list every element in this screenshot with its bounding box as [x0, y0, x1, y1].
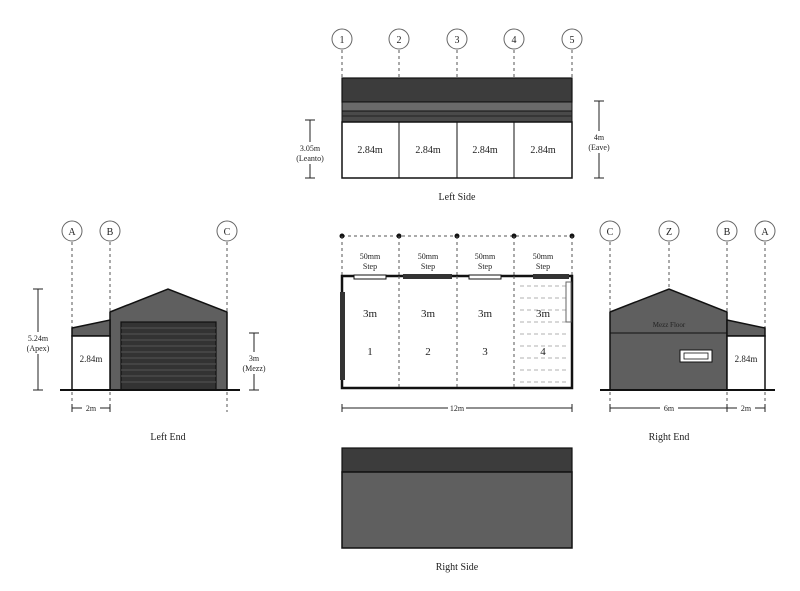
eave-height: 4m — [594, 133, 605, 142]
left-side-elevation: 1 2 3 4 5 2.84m — [292, 28, 613, 203]
leanto-opening-right — [726, 335, 766, 391]
bay-3-width: 3m — [478, 308, 493, 320]
bay-width-4: 2.84m — [530, 145, 556, 156]
step-label-2: 50mm — [418, 252, 439, 261]
leanto-door-width-left: 2.84m — [80, 354, 103, 364]
window — [679, 349, 713, 363]
bay-2-width: 3m — [421, 308, 436, 320]
pa-door-3 — [468, 274, 502, 280]
leanto-width-dimension-right: 2m — [727, 401, 766, 413]
total-length-dimension: 12m — [341, 401, 573, 413]
main-roof — [341, 77, 573, 103]
leanto-height-dimension: 3.05m (Leanto) — [292, 119, 328, 179]
grid-label-3: 3 — [455, 35, 460, 46]
total-length: 12m — [450, 404, 465, 413]
stairs — [520, 281, 572, 383]
left-end-elevation: A B C 2.84m — [22, 220, 270, 443]
leanto-opening-left — [71, 335, 111, 391]
roller-door — [120, 321, 217, 391]
mezz-height-dimension: 3m (Mezz) — [238, 332, 270, 391]
bay-width-3: 2.84m — [472, 145, 498, 156]
grid-bubble-1: 1 — [331, 28, 353, 50]
bay-1-number: 1 — [367, 346, 373, 358]
leanto-door-width-right: 2.84m — [735, 354, 758, 364]
roller-door-top-4 — [533, 274, 569, 279]
step-label-1: 50mm — [360, 252, 381, 261]
right-end-title: Right End — [649, 432, 690, 443]
leanto-note: (Leanto) — [296, 154, 324, 163]
eave-note: (Eave) — [588, 143, 610, 152]
grid-bubble-2: 2 — [388, 28, 410, 50]
bay-2-number: 2 — [425, 346, 431, 358]
bay-3-number: 3 — [482, 346, 488, 358]
grid-label-b: B — [107, 227, 114, 238]
step-label-1b: Step — [363, 262, 377, 271]
apex-note: (Apex) — [27, 344, 50, 353]
grid-label-c: C — [224, 227, 231, 238]
grid-bubble-b-right: B — [716, 220, 738, 242]
leanto-roof-right — [726, 319, 766, 337]
grid-label-4: 4 — [512, 35, 517, 46]
roller-door-left — [340, 292, 345, 380]
grid-label-c-right: C — [607, 227, 614, 238]
mezz-height: 3m — [249, 354, 260, 363]
grid-label-1: 1 — [340, 35, 345, 46]
leanto-roof-left — [71, 319, 111, 337]
grid-label-a-right: A — [761, 227, 769, 238]
bay-1-width: 3m — [363, 308, 378, 320]
main-width-dimension: 6m — [609, 401, 728, 413]
eave-height-dimension: 4m (Eave) — [585, 100, 613, 179]
step-label-4: 50mm — [533, 252, 554, 261]
roller-door-top-2 — [403, 274, 452, 279]
leanto-width-right: 2m — [741, 404, 752, 413]
grid-bubble-c-right: C — [599, 220, 621, 242]
left-side-title: Left Side — [439, 192, 476, 203]
apex-height-dimension: 5.24m (Apex) — [22, 288, 54, 391]
mezz-floor-label: Mezz Floor — [653, 321, 686, 329]
bay-4-number: 4 — [540, 346, 546, 358]
right-side-roof — [341, 447, 573, 473]
right-side-elevation: Right Side — [341, 447, 573, 573]
grid-bubble-a-left: A — [61, 220, 83, 242]
right-side-wall — [341, 471, 573, 549]
grid-bubble-4: 4 — [503, 28, 525, 50]
apex-height: 5.24m — [28, 334, 49, 343]
left-end-title: Left End — [150, 432, 185, 443]
main-gable-wall-right — [609, 288, 728, 391]
pa-door-1 — [353, 274, 387, 280]
right-end-elevation: C Z B A Mezz Floor 2.84m — [599, 220, 776, 443]
step-label-2b: Step — [421, 262, 435, 271]
right-side-title: Right Side — [436, 562, 479, 573]
grid-label-a: A — [68, 227, 76, 238]
bay-width-2: 2.84m — [415, 145, 441, 156]
mezz-note: (Mezz) — [242, 364, 265, 373]
step-label-3b: Step — [478, 262, 492, 271]
grid-label-2: 2 — [397, 35, 402, 46]
grid-bubble-3: 3 — [446, 28, 468, 50]
leanto-width-dimension-left: 2m — [71, 401, 111, 413]
leanto-height: 3.05m — [300, 144, 321, 153]
step-label-4b: Step — [536, 262, 550, 271]
main-width: 6m — [664, 404, 675, 413]
grid-bubble-a-right: A — [754, 220, 776, 242]
grid-label-z-right: Z — [666, 227, 672, 238]
grid-bubble-z-right: Z — [658, 220, 680, 242]
grid-bubble-b-left: B — [99, 220, 121, 242]
grid-label-5: 5 — [570, 35, 575, 46]
leanto-width-left: 2m — [86, 404, 97, 413]
roof-fascia — [341, 101, 573, 112]
grid-bubble-c-left: C — [216, 220, 238, 242]
grid-label-b-right: B — [724, 227, 731, 238]
step-label-3: 50mm — [475, 252, 496, 261]
bay-4-width: 3m — [536, 308, 551, 320]
bay-width-1: 2.84m — [357, 145, 383, 156]
grid-bubble-5: 5 — [561, 28, 583, 50]
floor-plan: 50mm Step 50mm Step 50mm Step 50mm Step — [339, 233, 575, 413]
